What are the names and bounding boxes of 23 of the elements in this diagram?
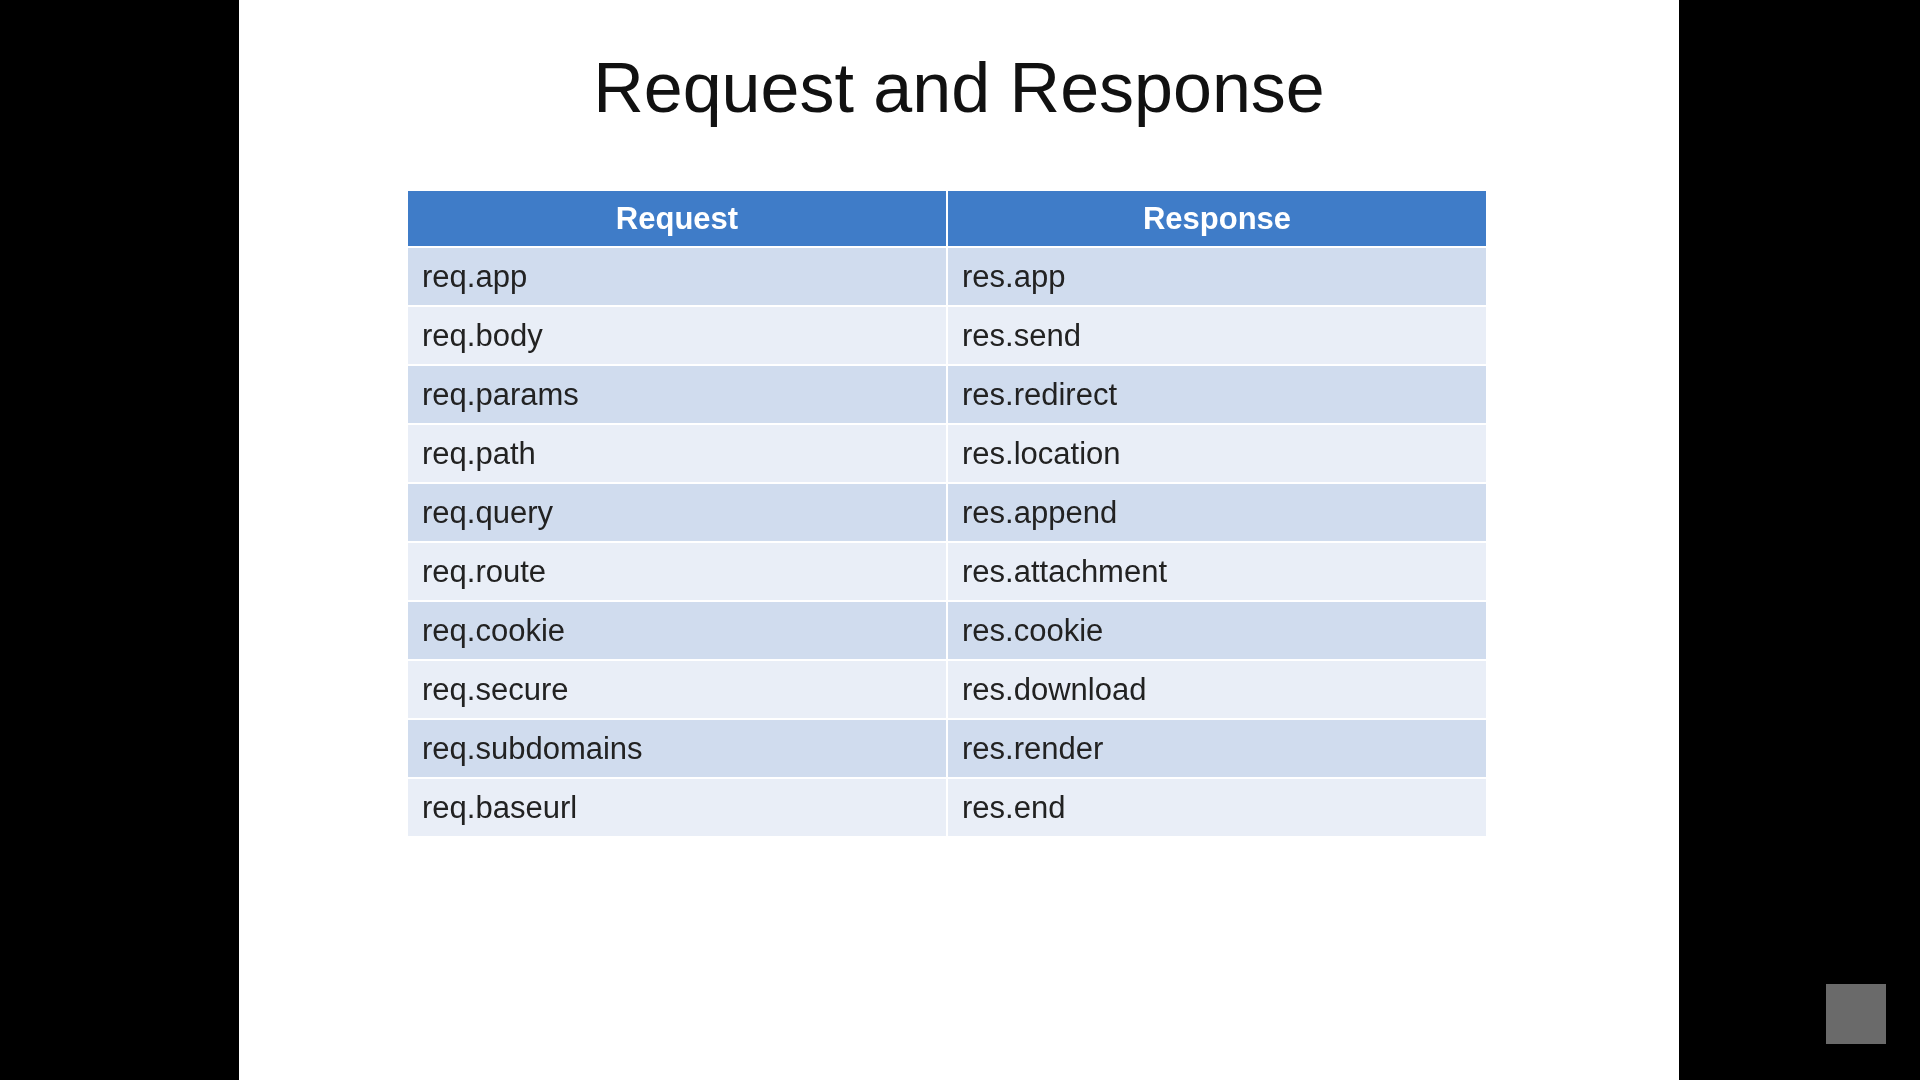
table-cell: res.send xyxy=(948,307,1486,364)
table-cell: res.redirect xyxy=(948,366,1486,423)
column-header: Request xyxy=(408,191,946,246)
table-cell: res.app xyxy=(948,248,1486,305)
table-cell: req.path xyxy=(408,425,946,482)
table-cell: req.cookie xyxy=(408,602,946,659)
table-cell: req.app xyxy=(408,248,946,305)
table-cell: res.cookie xyxy=(948,602,1486,659)
table-cell: res.location xyxy=(948,425,1486,482)
table-cell: req.secure xyxy=(408,661,946,718)
table-cell: res.attachment xyxy=(948,543,1486,600)
table-cell: req.body xyxy=(408,307,946,364)
table-cell: res.render xyxy=(948,720,1486,777)
table-cell: res.end xyxy=(948,779,1486,836)
column-header: Response xyxy=(948,191,1486,246)
table-cell: req.query xyxy=(408,484,946,541)
table-cell: res.append xyxy=(948,484,1486,541)
table-cell: req.baseurl xyxy=(408,779,946,836)
table-cell: req.route xyxy=(408,543,946,600)
table-cell: res.download xyxy=(948,661,1486,718)
table-cell: req.params xyxy=(408,366,946,423)
slide-title: Request and Response xyxy=(592,48,1326,128)
table-cell: req.subdomains xyxy=(408,720,946,777)
